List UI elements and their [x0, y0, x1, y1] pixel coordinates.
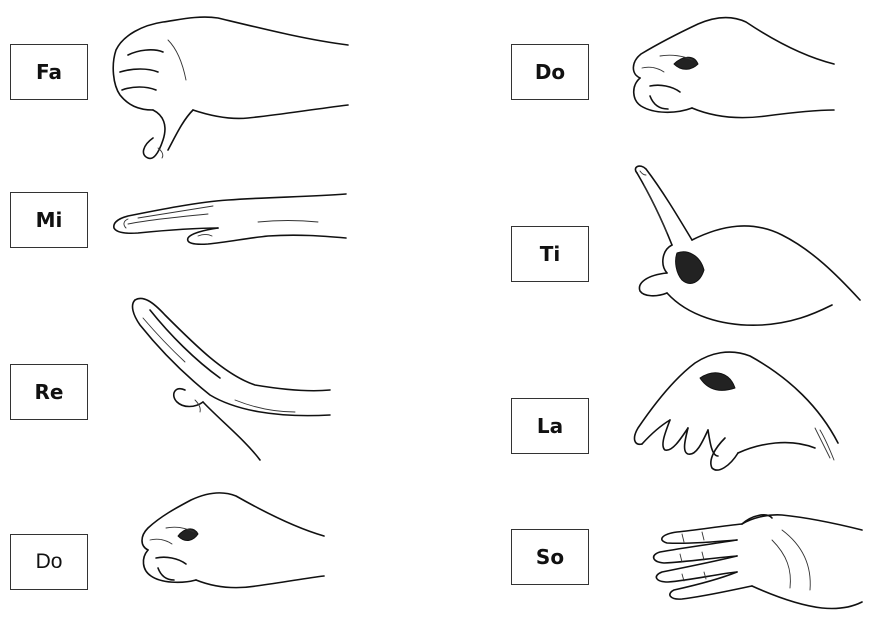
hand-sign-re-icon [125, 290, 335, 465]
hand-sign-do-high-icon [626, 12, 836, 127]
label-la: La [511, 398, 589, 454]
hand-sign-fa-icon [108, 10, 358, 165]
hand-sign-do-icon [136, 488, 326, 598]
label-so: So [511, 529, 589, 585]
label-mi: Mi [10, 192, 88, 248]
label-do-low: Do [10, 534, 88, 590]
hand-sign-la-icon [630, 348, 840, 478]
label-ti: Ti [511, 226, 589, 282]
label-fa: Fa [10, 44, 88, 100]
label-re: Re [10, 364, 88, 420]
label-do-high: Do [511, 44, 589, 100]
hand-sign-mi-icon [108, 192, 348, 252]
hand-sign-so-icon [642, 510, 864, 615]
hand-sign-ti-icon [632, 165, 862, 335]
